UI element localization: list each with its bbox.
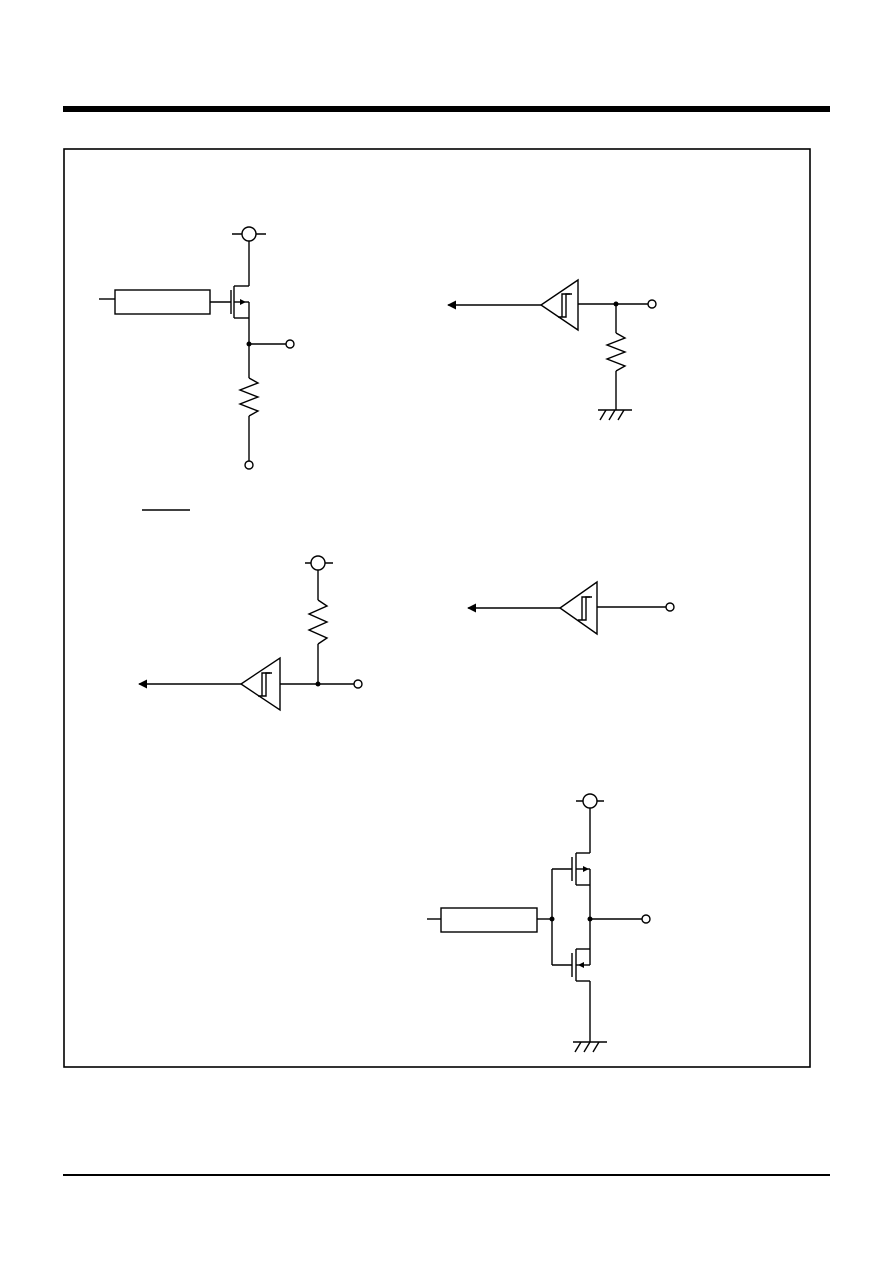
control-block: [427, 907, 552, 933]
resistor: [238, 377, 260, 417]
input-pin: [353, 679, 363, 689]
junction-dot: [315, 681, 321, 687]
diagram-frame: [63, 148, 811, 1068]
bottom-rule: [63, 1174, 830, 1176]
input-pin: [647, 299, 657, 309]
output-pin: [249, 339, 295, 349]
terminal-pin: [244, 416, 254, 470]
control-block: [99, 289, 231, 315]
top-rule: [63, 106, 830, 112]
n-channel-transistor: [230, 285, 249, 319]
schmitt-buffer: [539, 278, 579, 332]
pull-up-input-circuit: [138, 555, 363, 712]
input-pin: [665, 602, 675, 612]
output-pin: [590, 914, 651, 924]
schmitt-buffer: [239, 656, 281, 712]
ground: [573, 981, 607, 1053]
n-channel-transistor: [552, 948, 590, 982]
supply-pin: [576, 793, 604, 809]
ground: [598, 371, 632, 421]
pull-down-resistor: [605, 332, 627, 372]
open-drain-output-circuit: [99, 226, 295, 470]
supply-pin: [305, 555, 333, 571]
p-channel-transistor: [552, 852, 590, 886]
cmos-output-circuit: [427, 793, 651, 1053]
supply-pin: [232, 226, 266, 242]
plain-input-circuit: [467, 580, 675, 636]
pull-down-input-circuit: [447, 278, 657, 421]
pull-up-resistor: [307, 599, 329, 645]
schmitt-buffer: [558, 580, 598, 636]
